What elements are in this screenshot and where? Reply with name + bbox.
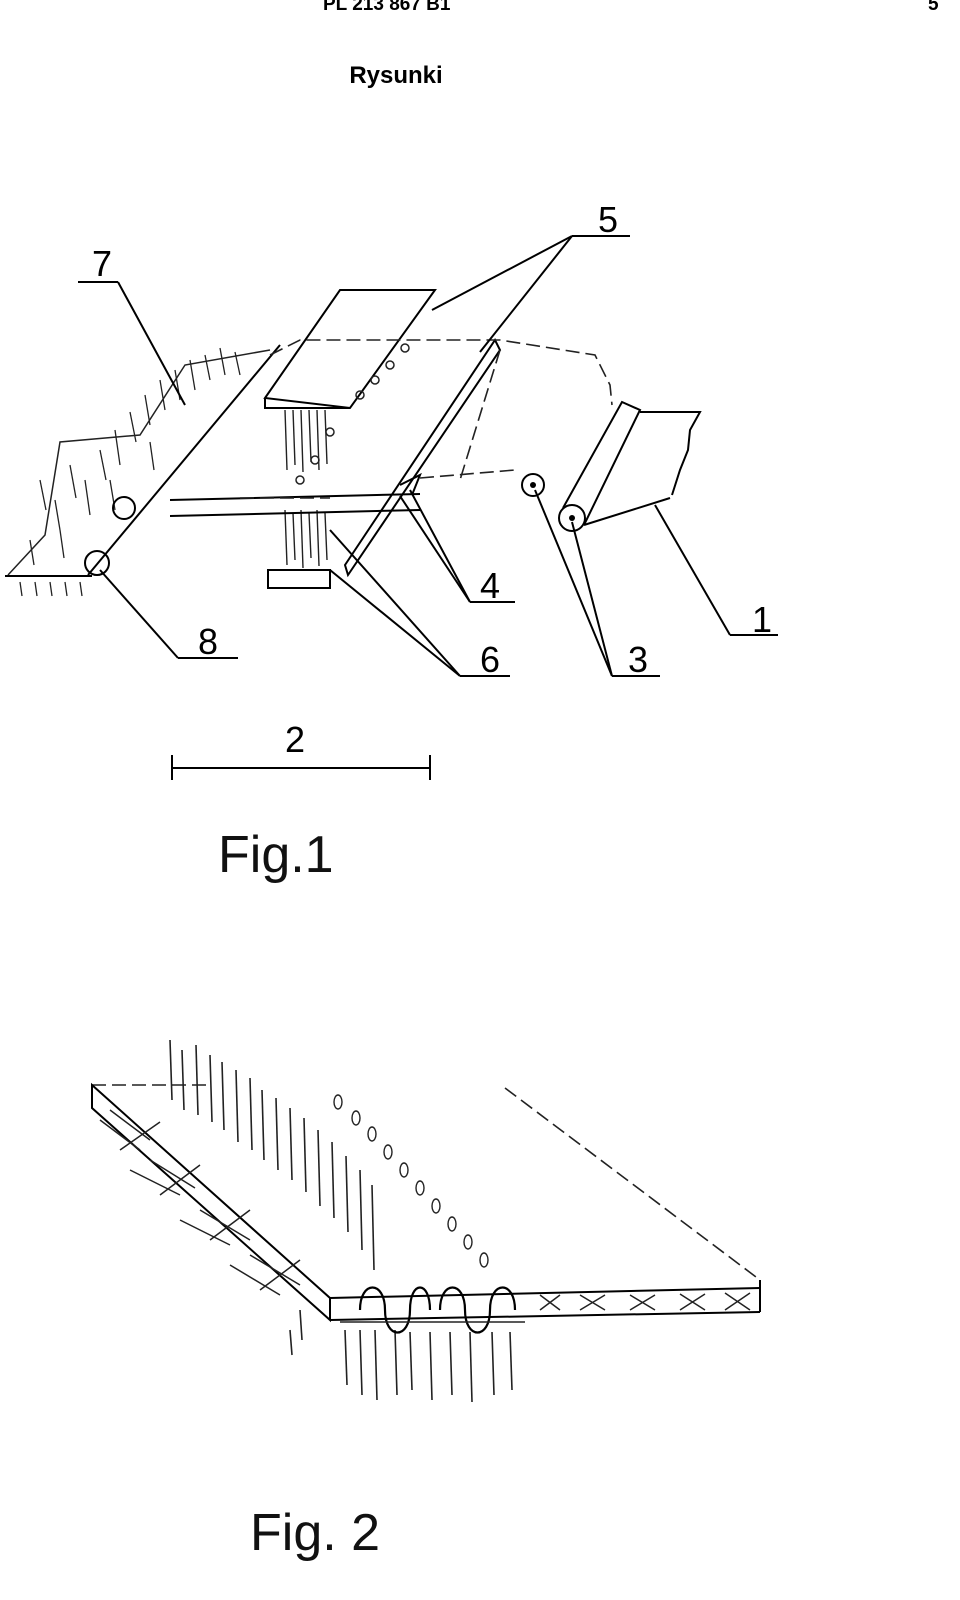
label-8: 8 <box>198 621 218 662</box>
guide-rollers <box>521 400 642 532</box>
drawings-heading: Rysunki <box>349 62 443 89</box>
label-4: 4 <box>480 565 500 606</box>
page-number: 5 <box>928 0 939 15</box>
fibrous-embankment <box>5 344 281 597</box>
roller-7-icon <box>112 496 136 520</box>
leader-lines <box>78 235 778 780</box>
needled-fabric-drawing <box>91 1039 761 1403</box>
label-2: 2 <box>285 719 305 760</box>
figure-2: Fig. 2 <box>91 1039 761 1562</box>
web-path <box>169 339 613 517</box>
incoming-web <box>583 411 702 526</box>
figure-1-caption: Fig.1 <box>218 826 334 884</box>
figure-2-caption: Fig. 2 <box>250 1504 380 1562</box>
roller-8-icon <box>84 550 110 576</box>
label-6: 6 <box>480 639 500 680</box>
label-5: 5 <box>598 199 618 240</box>
label-1: 1 <box>752 599 772 640</box>
needle-board-assembly <box>263 289 502 589</box>
label-3: 3 <box>628 639 648 680</box>
label-7: 7 <box>92 243 112 284</box>
document-id: PL 213 867 B1 <box>323 0 451 15</box>
figure-1: 7 5 4 1 8 6 3 2 Fig.1 <box>5 199 778 884</box>
